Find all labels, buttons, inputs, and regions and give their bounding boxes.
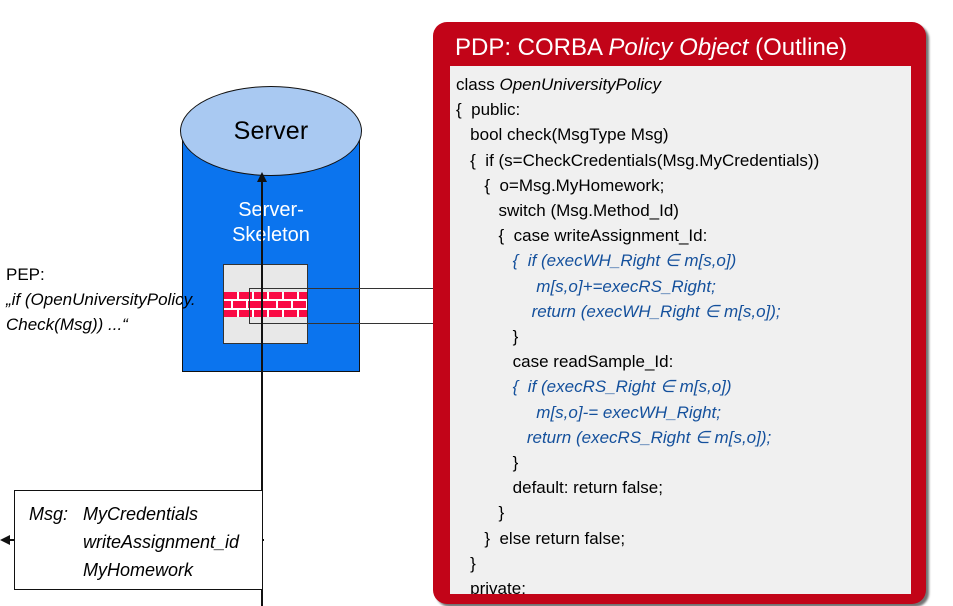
pdp-title-prefix: PDP: CORBA: [455, 34, 609, 61]
message-value-2: MyHomework: [83, 560, 194, 580]
message-row-2: MyHomework: [29, 556, 262, 584]
message-row-0: Msg: MyCredentials: [29, 500, 262, 528]
code-line-9: return (execWH_Right ∈ m[s,o]);: [456, 301, 781, 321]
server-label: Server: [233, 116, 309, 145]
code-line-17: }: [456, 503, 505, 523]
code-line-19: }: [456, 553, 476, 573]
message-value-1: writeAssignment_id: [83, 532, 240, 552]
code-line-13: m[s,o]-= execWH_Right;: [456, 402, 721, 422]
code-line-4: { o=Msg.MyHomework;: [456, 175, 665, 195]
message-row-1: writeAssignment_id: [29, 528, 262, 556]
code-line-15: }: [456, 453, 519, 473]
server-skeleton-label: Server- Skeleton: [182, 198, 360, 248]
message-box: Msg: MyCredentials writeAssignment_id MyH…: [14, 490, 263, 590]
brick-row-0: [224, 292, 307, 299]
pep-annotation: PEP: „if (OpenUniversityPolicy. Check(Ms…: [6, 262, 221, 337]
code-line-8: m[s,o]+=execRS_Right;: [456, 276, 716, 296]
message-value-0: MyCredentials: [83, 504, 199, 524]
code-line-0: class OpenUniversityPolicy: [456, 75, 662, 94]
code-line-2: bool check(MsgType Msg): [456, 125, 669, 145]
pdp-code-panel: class OpenUniversityPolicy { public: bool…: [450, 66, 911, 594]
code-line-6: { case writeAssignment_Id:: [456, 226, 708, 246]
code-line-7: { if (execWH_Right ∈ m[s,o]): [456, 251, 737, 271]
pdp-title-suffix: (Outline): [748, 34, 848, 61]
firewall-brick-icon: [224, 292, 307, 317]
server-skeleton-label-line2: Skeleton: [232, 224, 310, 246]
code-line-5: switch (Msg.Method_Id): [456, 201, 679, 221]
code-line-14: return (execRS_Right ∈ m[s,o]);: [456, 427, 772, 447]
code-line-1: { public:: [456, 100, 521, 120]
pdp-title: PDP: CORBA Policy Object (Outline): [455, 34, 847, 62]
pep-quote-line1: „if (OpenUniversityPolicy.: [6, 290, 196, 309]
pdp-title-italic: Policy Object: [608, 34, 749, 61]
code-line-20: private:: [456, 579, 526, 594]
pep-title: PEP:: [6, 265, 45, 284]
code-line-11: case readSample_Id:: [456, 352, 674, 372]
pep-quote-line2: Check(Msg)) ...“: [6, 315, 128, 334]
code-line-3: { if (s=CheckCredentials(Msg.MyCredentia…: [456, 150, 820, 170]
call-flow-arrowhead-up: [257, 172, 267, 182]
server-skeleton-label-line1: Server-: [238, 199, 304, 221]
msg-arrowhead-left: [0, 535, 10, 545]
brick-row-2: [224, 310, 307, 317]
brick-row-1: [224, 301, 307, 308]
code-line-18: } else return false;: [456, 528, 626, 548]
message-key: Msg:: [29, 504, 69, 524]
code-line-10: }: [456, 327, 519, 347]
code-line-12: { if (execRS_Right ∈ m[s,o]): [456, 377, 732, 397]
call-flow-line: [261, 178, 263, 606]
code-line-16: default: return false;: [456, 478, 663, 498]
server-node: Server: [180, 86, 362, 176]
